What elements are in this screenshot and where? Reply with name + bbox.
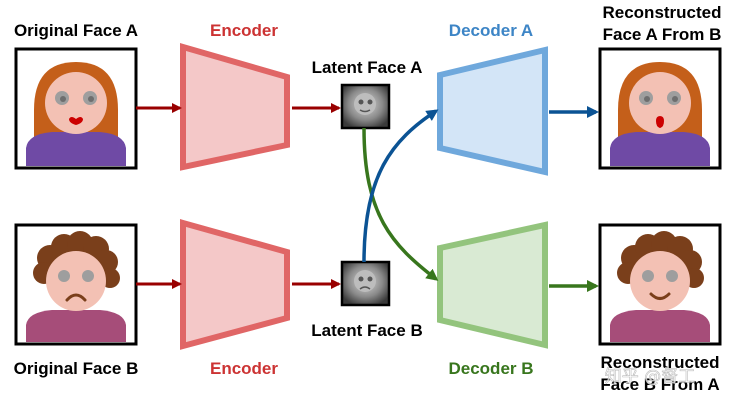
encoder-bottom-shape <box>180 219 290 350</box>
original-face-a-image <box>14 47 138 170</box>
arrow-latent-b-to-decoder-a <box>362 109 439 263</box>
decoder-b-shape <box>437 221 548 349</box>
encoder-top-shape <box>180 43 290 171</box>
latent-face-b-label: Latent Face B <box>311 321 422 340</box>
watermark: 知乎 @督工 <box>605 367 695 387</box>
original-face-b-image <box>14 223 138 346</box>
reconstructed-b-label-line1: Reconstructed <box>600 353 719 372</box>
latent-face-a-label: Latent Face A <box>312 58 423 77</box>
encoder-bottom-label: Encoder <box>210 359 278 378</box>
latent-face-a-image <box>340 83 391 130</box>
reconstructed-face-b-image <box>598 223 722 346</box>
original-face-a-label: Original Face A <box>14 21 138 40</box>
reconstructed-a-label-line2: Face A From B <box>603 25 722 44</box>
reconstructed-a-label-line1: Reconstructed <box>602 3 721 22</box>
original-face-b-label: Original Face B <box>14 359 139 378</box>
decoder-a-shape <box>437 46 548 176</box>
decoder-b-label: Decoder B <box>448 359 533 378</box>
reconstructed-b-label-line2: Face B From A <box>600 375 719 394</box>
decoder-a-label: Decoder A <box>449 21 533 40</box>
latent-face-b-image <box>340 260 391 307</box>
reconstructed-face-a-image <box>598 47 722 170</box>
encoder-top-label: Encoder <box>210 21 278 40</box>
arrow-latent-a-to-decoder-b <box>362 127 439 281</box>
